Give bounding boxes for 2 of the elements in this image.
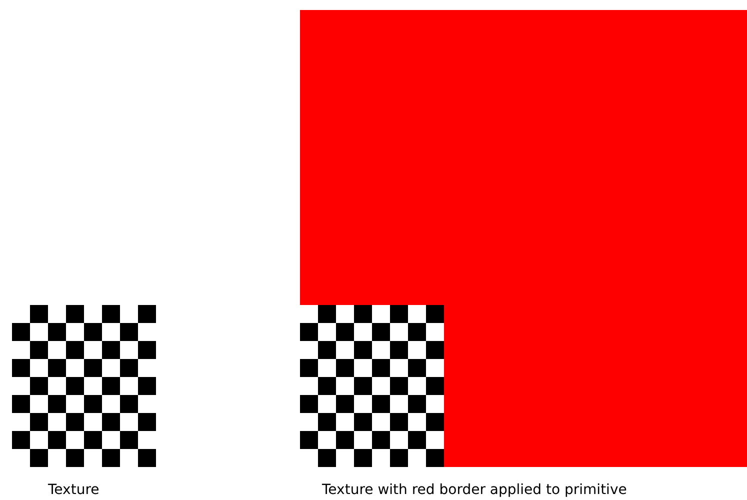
caption: Texture with red border applied to primitive bbox=[322, 482, 627, 498]
caption: Texture bbox=[48, 482, 100, 498]
